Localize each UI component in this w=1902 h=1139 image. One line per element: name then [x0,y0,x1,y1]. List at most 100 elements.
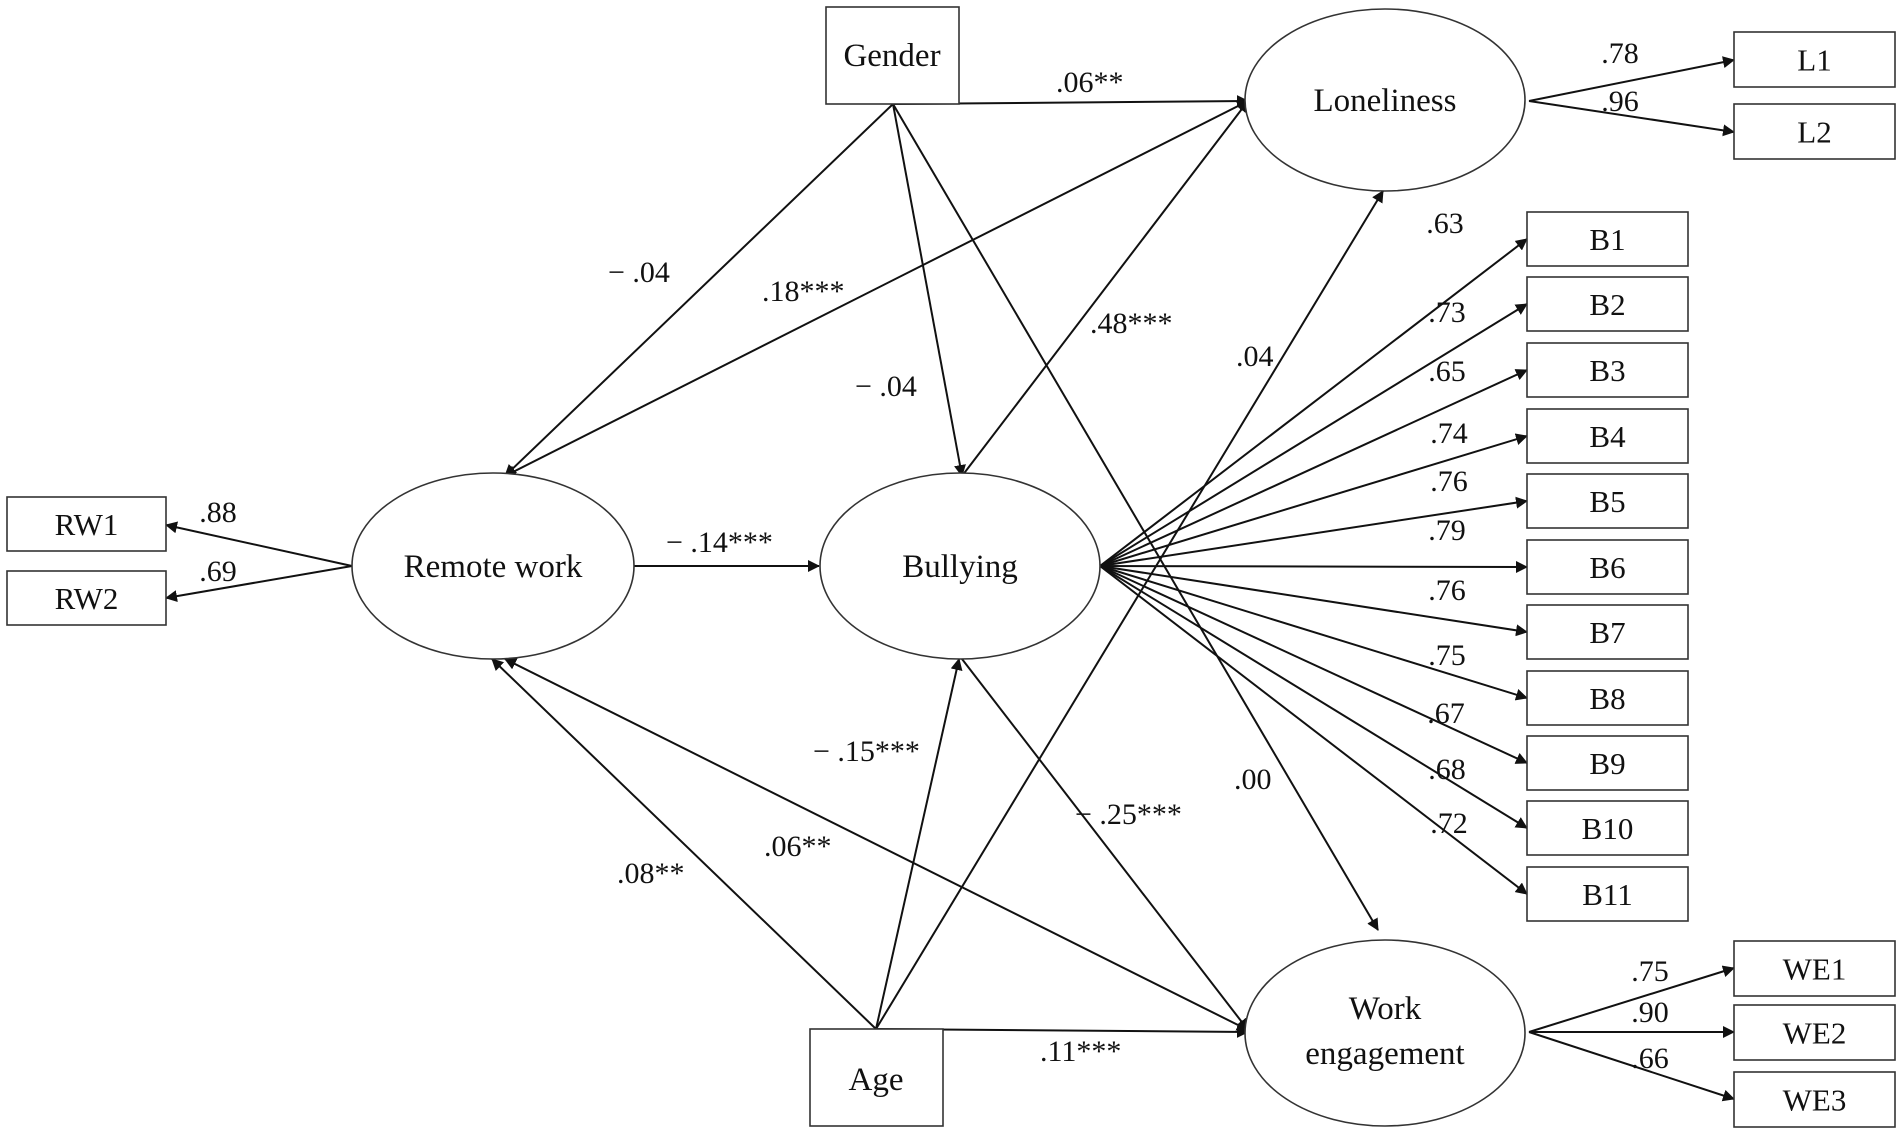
indicator-b5: B5 [1526,473,1689,529]
indicator-label-b11: B11 [1582,877,1633,912]
observed-gender: Gender [825,6,960,105]
coef-gender-remote-work: − .04 [608,256,670,289]
loading-b6: .79 [1428,514,1466,547]
coef-gender-bullying: − .04 [855,370,917,403]
loading-l2: .96 [1601,85,1639,118]
indicator-label-b3: B3 [1589,353,1625,388]
indicator-b1: B1 [1526,211,1689,267]
indicator-rw2: RW2 [6,570,167,626]
loading-b8: .75 [1428,639,1466,672]
loading-labels: .88.69.78.96.63.73.65.74.76.79.76.75.67.… [199,37,1669,1075]
loading-path-b4 [1099,433,1528,567]
indicator-label-b6: B6 [1589,550,1625,585]
coef-age-remote-work: .08** [617,857,685,890]
latent-remote-work: Remote work [351,472,635,660]
loading-we1: .75 [1631,955,1669,988]
indicator-label-rw1: RW1 [55,507,119,542]
indicator-b3: B3 [1526,342,1689,398]
indicator-b2: B2 [1526,276,1689,332]
loading-path-b7 [1099,565,1528,637]
indicator-we1: WE1 [1733,940,1896,997]
work-engagement-label-line2: engagement [1305,1036,1464,1072]
gender-label: Gender [843,38,940,74]
loading-we3: .66 [1631,1042,1669,1075]
loading-b5: .76 [1430,465,1468,498]
latent-loneliness: Loneliness [1244,8,1526,192]
coef-age-work-engagement: .11*** [1040,1035,1121,1068]
indicator-label-we1: WE1 [1783,952,1847,987]
path-loneliness-remote-work [504,100,1249,477]
loading-path-b6 [1099,560,1528,573]
indicator-label-b5: B5 [1589,484,1625,519]
indicator-label-we3: WE3 [1783,1083,1847,1118]
loading-path-b8 [1099,565,1528,701]
indicator-we2: WE2 [1733,1004,1896,1061]
indicator-b9: B9 [1526,735,1689,791]
loading-b11: .72 [1430,807,1468,840]
indicator-label-l1: L1 [1797,43,1831,78]
loading-path-l1 [1528,56,1735,102]
indicator-label-b1: B1 [1589,222,1625,257]
loading-path-l2 [1528,100,1735,137]
indicator-label-we2: WE2 [1783,1016,1847,1051]
path-age-bullying [875,658,963,1030]
indicator-label-l2: L2 [1797,115,1831,150]
coef-remote-work-bullying: − .14*** [666,526,773,559]
loading-b7: .76 [1428,574,1466,607]
indicator-b8: B8 [1526,670,1689,726]
indicator-label-b7: B7 [1589,615,1625,650]
loading-we2: .90 [1631,996,1669,1029]
bullying-label: Bullying [902,549,1018,585]
loading-b9: .67 [1427,697,1465,730]
coef-remote-work-work-engagement: .06** [764,830,832,863]
loading-b1: .63 [1426,207,1464,240]
coef-loneliness-remote-work: .18*** [762,275,845,308]
latent-work-engagement: Work engagement [1244,939,1526,1127]
indicator-l2: L2 [1733,103,1896,160]
coef-bullying-work-engagement: − .25*** [1075,798,1182,831]
loading-path-b1 [1099,238,1528,567]
indicator-label-b2: B2 [1589,287,1625,322]
loading-path-b3 [1099,369,1528,567]
loading-path-rw1 [165,521,353,567]
loading-path-b2 [1099,303,1528,567]
indicator-label-rw2: RW2 [55,581,119,616]
path-gender-work-engagement [892,103,1379,931]
coef-gender-loneliness: .06** [1056,66,1124,99]
indicator-label-b8: B8 [1589,681,1625,716]
loading-b3: .65 [1428,355,1466,388]
loading-path-rw2 [165,565,353,603]
latent-bullying: Bullying [819,472,1101,660]
path-bullying-loneliness [961,100,1249,477]
loading-b10: .68 [1428,753,1466,786]
indicator-b6: B6 [1526,539,1689,595]
loading-path-b10 [1099,565,1528,829]
loading-l1: .78 [1601,37,1639,70]
loading-rw2: .69 [199,555,237,588]
coef-gender-work-engagement: .00 [1234,763,1272,796]
indicator-b10: B10 [1526,800,1689,856]
indicator-rw1: RW1 [6,496,167,552]
path-coefficient-labels: .06** − .04 .18*** .48*** − .04 .04 − .1… [608,66,1274,1068]
indicator-label-b9: B9 [1589,746,1625,781]
indicator-b7: B7 [1526,604,1689,660]
indicator-label-b10: B10 [1582,811,1634,846]
loading-path-b11 [1099,565,1528,895]
coef-age-bullying: − .15*** [813,735,920,768]
structural-paths [491,95,1384,1038]
loading-path-we3 [1528,1031,1735,1102]
loading-path-b5 [1099,496,1528,567]
indicator-b4: B4 [1526,408,1689,464]
indicator-we3: WE3 [1733,1071,1896,1128]
loading-path-we1 [1528,965,1735,1033]
indicator-label-b4: B4 [1589,419,1626,454]
loading-b4: .74 [1430,417,1468,450]
path-bullying-work-engagement [961,658,1249,1031]
loneliness-label: Loneliness [1314,83,1457,119]
remote-work-label: Remote work [404,549,583,585]
age-label: Age [849,1062,904,1098]
measurement-paths [165,56,1735,1102]
path-gender-bullying [892,103,966,477]
